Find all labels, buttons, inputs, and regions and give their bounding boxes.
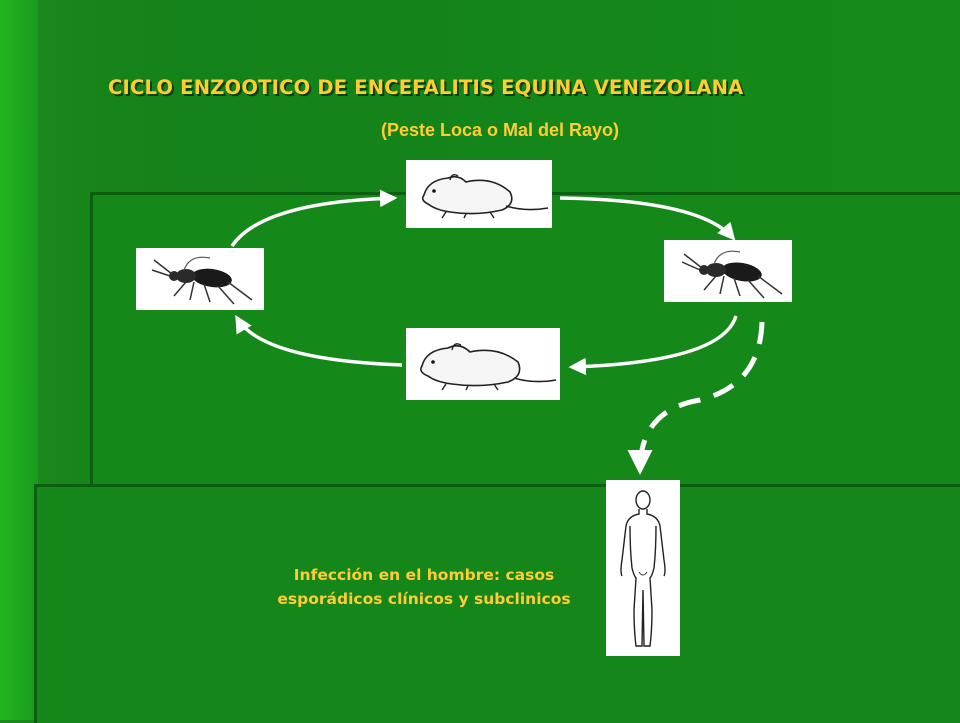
mosquito-right-card [664, 240, 792, 302]
mosquito-icon [151, 256, 253, 305]
human-figure-icon [620, 490, 666, 647]
rodent-top-card [406, 160, 552, 228]
arrow-mosquito-to-rodent-top [230, 189, 398, 247]
arrow-mosquito-to-rodent-bottom [568, 315, 738, 376]
dashed-arrow-to-human [627, 321, 765, 475]
rodent-icon [420, 343, 557, 391]
rodent-icon [421, 173, 549, 219]
background-edge-strip [0, 0, 38, 720]
mosquito-left-card [136, 248, 264, 310]
background-panel-lower [34, 484, 960, 723]
mosquito-icon [681, 250, 783, 299]
slide-title: CICLO ENZOOTICO DE ENCEFALITIS EQUINA VE… [108, 76, 744, 99]
human-card [606, 480, 680, 656]
arrow-rodent-top-to-mosquito [559, 196, 736, 241]
slide-subtitle: (Peste Loca o Mal del Rayo) [380, 120, 620, 140]
human-infection-caption: Infección en el hombre: casos esporádico… [277, 566, 571, 608]
arrow-rodent-bottom-to-mosquito [235, 314, 403, 367]
rodent-bottom-card [406, 328, 560, 400]
